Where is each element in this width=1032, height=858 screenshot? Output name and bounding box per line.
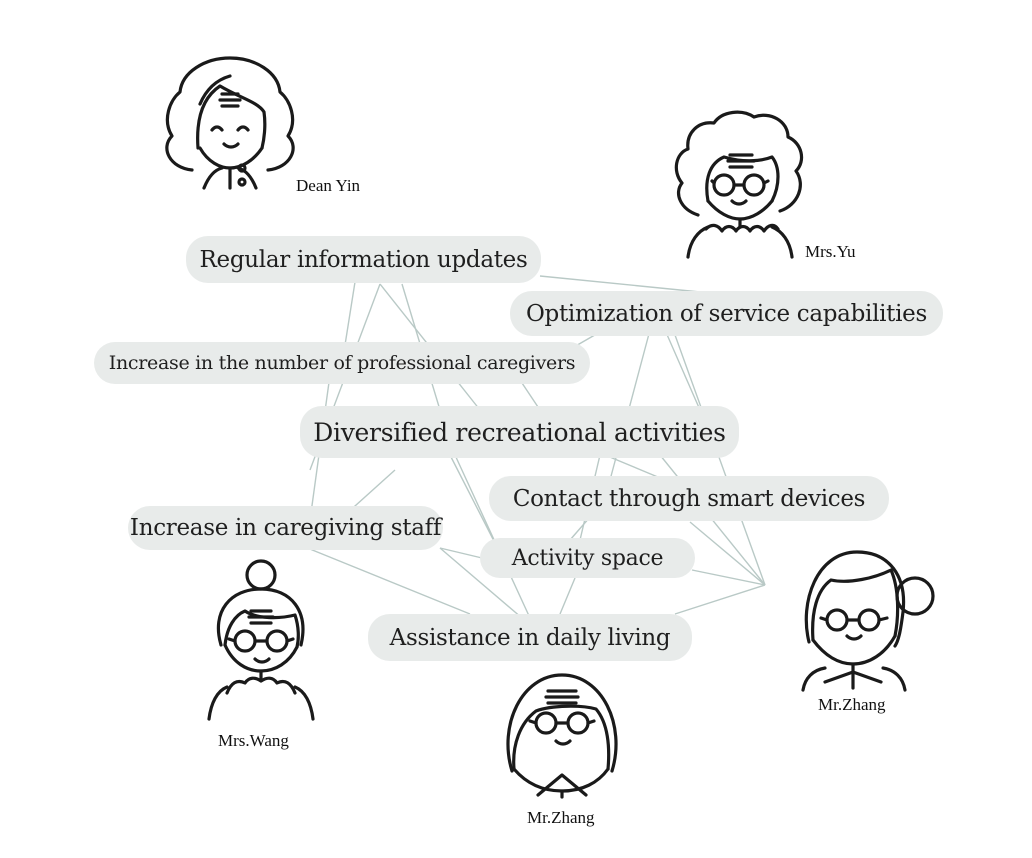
- mrs-wang-avatar-icon: [207, 559, 315, 721]
- topic-activity-space: Activity space: [480, 538, 695, 578]
- link: [674, 584, 766, 615]
- link: [439, 547, 483, 559]
- link: [539, 275, 701, 293]
- link: [449, 454, 496, 544]
- topic-contact-through-smart-devices: Contact through smart devices: [489, 476, 889, 521]
- link: [559, 577, 576, 615]
- topic-diversified-recreational-activities: Diversified recreational activities: [300, 406, 739, 458]
- link: [439, 547, 523, 619]
- topic-regular-information-updates: Regular information updates: [186, 236, 541, 283]
- mrs-yu-avatar-icon: [674, 110, 804, 259]
- topic-assistance-in-daily-living: Assistance in daily living: [368, 614, 692, 661]
- topic-optimization-of-service-capabilities: Optimization of service capabilities: [510, 291, 943, 336]
- person-label-mrs-yu: Mrs.Yu: [805, 242, 856, 261]
- link: [691, 569, 766, 586]
- link: [674, 334, 766, 586]
- mr-zhang-right-avatar-icon: [801, 550, 935, 692]
- person-label-dean-yin: Dean Yin: [296, 176, 361, 195]
- person-label-mr-zhang-bottom: Mr.Zhang: [527, 808, 595, 827]
- link: [344, 281, 356, 346]
- mr-zhang-bottom-avatar-icon: [506, 673, 618, 799]
- link: [454, 454, 531, 619]
- person-label-mrs-wang: Mrs.Wang: [218, 731, 289, 750]
- link: [604, 454, 666, 481]
- topic-increase-in-caregiving-staff: Increase in caregiving staff: [128, 506, 443, 550]
- dean-yin-avatar-icon: [165, 56, 295, 190]
- link: [299, 544, 471, 615]
- link: [519, 379, 541, 411]
- topic-increase-professional-caregivers: Increase in the number of professional c…: [94, 342, 590, 384]
- link: [664, 329, 701, 411]
- person-label-mr-zhang-right: Mr.Zhang: [818, 695, 886, 714]
- link: [689, 521, 766, 586]
